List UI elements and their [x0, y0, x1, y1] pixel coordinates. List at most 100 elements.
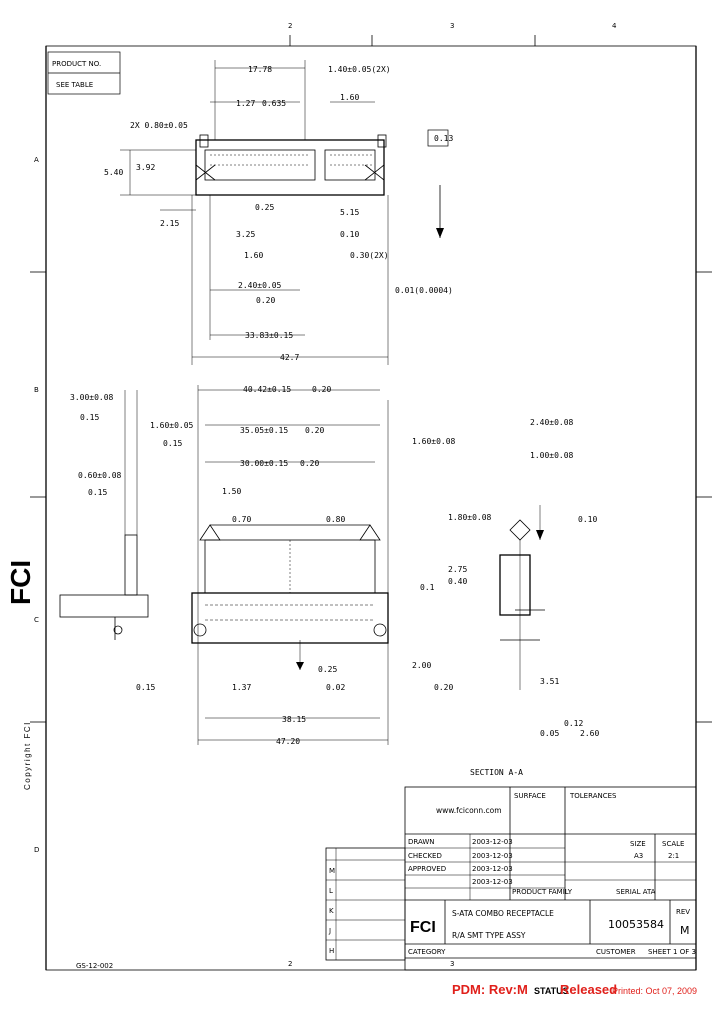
dim-front-19: 0.02	[326, 683, 345, 692]
dim-side-9: 3.51	[540, 677, 559, 686]
dim-front-11: 0.60±0.08	[78, 471, 122, 480]
dim-plan-10: 0.25	[255, 203, 274, 212]
product-family-value: SERIAL ATA	[616, 888, 656, 896]
copyright-text: Copyright FCI	[23, 721, 32, 790]
title-line-2: R/A SMT TYPE ASSY	[452, 931, 526, 940]
zone-bottom-3: 3	[450, 960, 454, 968]
title-line-1: S-ATA COMBO RECEPTACLE	[452, 909, 554, 918]
rev-row-5: H	[329, 947, 334, 955]
left-elevation	[59, 390, 149, 640]
fci-logo-vertical: FCI Copyright FCI	[5, 560, 36, 790]
dim-side-4: 1.80±0.08	[448, 513, 492, 522]
dim-side-1: 2.40±0.08	[530, 418, 574, 427]
size-label: SIZE	[630, 840, 646, 848]
revision-table	[325, 847, 406, 961]
front-view	[191, 385, 389, 745]
dim-front-1: 40.42±0.15	[243, 385, 291, 394]
product-no-label: PRODUCT NO.	[52, 60, 101, 68]
dim-plan-9: 2.15	[160, 219, 179, 228]
row-C: C	[34, 616, 39, 624]
dim-side-5: 0.10	[578, 515, 597, 524]
product-family-label: PRODUCT FAMILY	[512, 888, 573, 896]
category-label: CATEGORY	[408, 948, 446, 956]
zone-top-3: 3	[450, 22, 454, 30]
dim-side-11: 0.40	[448, 577, 467, 586]
dim-front-21: 47.20	[276, 737, 300, 746]
status-value: Released	[560, 982, 618, 997]
dim-plan-7: 5.40	[104, 168, 123, 177]
dim-plan-6: 2X 0.80±0.05	[130, 121, 188, 130]
dim-plan-17: 1.60	[244, 251, 263, 260]
drawn-label: DRAWN	[408, 838, 435, 846]
front-pin-row	[205, 604, 375, 621]
date-4: 2003-12-03	[472, 878, 513, 886]
approved-label: APPROVED	[408, 865, 446, 873]
dim-plan-4: 0.635	[262, 99, 286, 108]
dim-plan-3: 1.27	[236, 99, 255, 108]
dim-plan-16: 0.20	[256, 296, 275, 305]
dim-front-3: 35.05±0.15	[240, 426, 288, 435]
dim-front-15: 0.80	[326, 515, 345, 524]
dim-side-8: 0.05	[540, 729, 559, 738]
dim-front-5: 30.00±0.15	[240, 459, 288, 468]
zone-top-2: 2	[288, 22, 292, 30]
form-number: GS-12-002	[76, 962, 113, 970]
website: www.fciconn.com	[436, 806, 502, 815]
row-D: D	[34, 846, 39, 854]
dim-front-4: 0.20	[305, 426, 324, 435]
document-number: 10053584	[608, 918, 664, 931]
dim-front-6: 0.20	[300, 459, 319, 468]
size-value: A3	[634, 852, 643, 860]
dim-front-20: 38.15	[282, 715, 306, 724]
rev-value: M	[680, 924, 690, 937]
row-A: A	[34, 156, 39, 164]
printed-date: Printed: Oct 07, 2009	[612, 986, 698, 996]
dim-plan-12: 0.13	[434, 134, 453, 143]
plan-view	[120, 60, 449, 365]
date-3: 2003-12-03	[472, 865, 513, 873]
dim-front-17: 1.37	[232, 683, 251, 692]
plan-pin-row	[210, 154, 372, 166]
dim-plan-19: 33.83±0.15	[245, 331, 293, 340]
dim-side-7: 0.12	[564, 719, 583, 728]
dim-plan-8: 3.92	[136, 163, 155, 172]
dim-plan-21: 0.01(0.0004)	[395, 286, 453, 295]
dim-plan-5: 1.60	[340, 93, 359, 102]
section-label: SECTION A-A	[470, 768, 523, 777]
dim-side-6: 2.75	[448, 565, 467, 574]
section-view	[499, 505, 545, 690]
customer-label: CUSTOMER	[596, 948, 636, 956]
dim-side-10: 2.60	[580, 729, 599, 738]
dim-plan-14: 0.10	[340, 230, 359, 239]
scale-value: 2:1	[668, 852, 679, 860]
dim-plan-13: 3.25	[236, 230, 255, 239]
checked-label: CHECKED	[408, 852, 442, 860]
zone-top-4: 4	[612, 22, 617, 30]
dim-front-2: 0.20	[312, 385, 331, 394]
dim-plan-1: 17.78	[248, 65, 272, 74]
dim-front-18: 0.25	[318, 665, 337, 674]
rev-row-1: M	[329, 867, 335, 875]
dim-front-7: 3.00±0.08	[70, 393, 114, 402]
dim-front-13: 1.50	[222, 487, 241, 496]
dim-plan-18: 0.30(2X)	[350, 251, 389, 260]
dim-front-22: 2.00	[412, 661, 431, 670]
pdm-revision: PDM: Rev:M	[452, 982, 528, 997]
fci-logo-small: FCI	[410, 919, 436, 936]
dim-front-16: 0.15	[136, 683, 155, 692]
dim-front-14: 0.70	[232, 515, 251, 524]
zone-bottom-2: 2	[288, 960, 292, 968]
rev-row-2: L	[329, 887, 333, 895]
status-label: STATUS	[534, 986, 569, 996]
surface-label: SURFACE	[514, 792, 546, 800]
rev-label: REV	[676, 908, 690, 916]
dim-front-24: 0.1	[420, 583, 435, 592]
date-1: 2003-12-03	[472, 838, 513, 846]
dim-plan-20: 42.7	[280, 353, 299, 362]
brand-logo-vertical: FCI	[5, 560, 36, 605]
scale-label: SCALE	[662, 840, 684, 848]
dim-front-10: 0.15	[163, 439, 182, 448]
product-number-box: PRODUCT NO. SEE TABLE	[47, 51, 121, 95]
row-B: B	[34, 386, 39, 394]
dim-plan-2: 1.40±0.05(2X)	[328, 65, 391, 74]
